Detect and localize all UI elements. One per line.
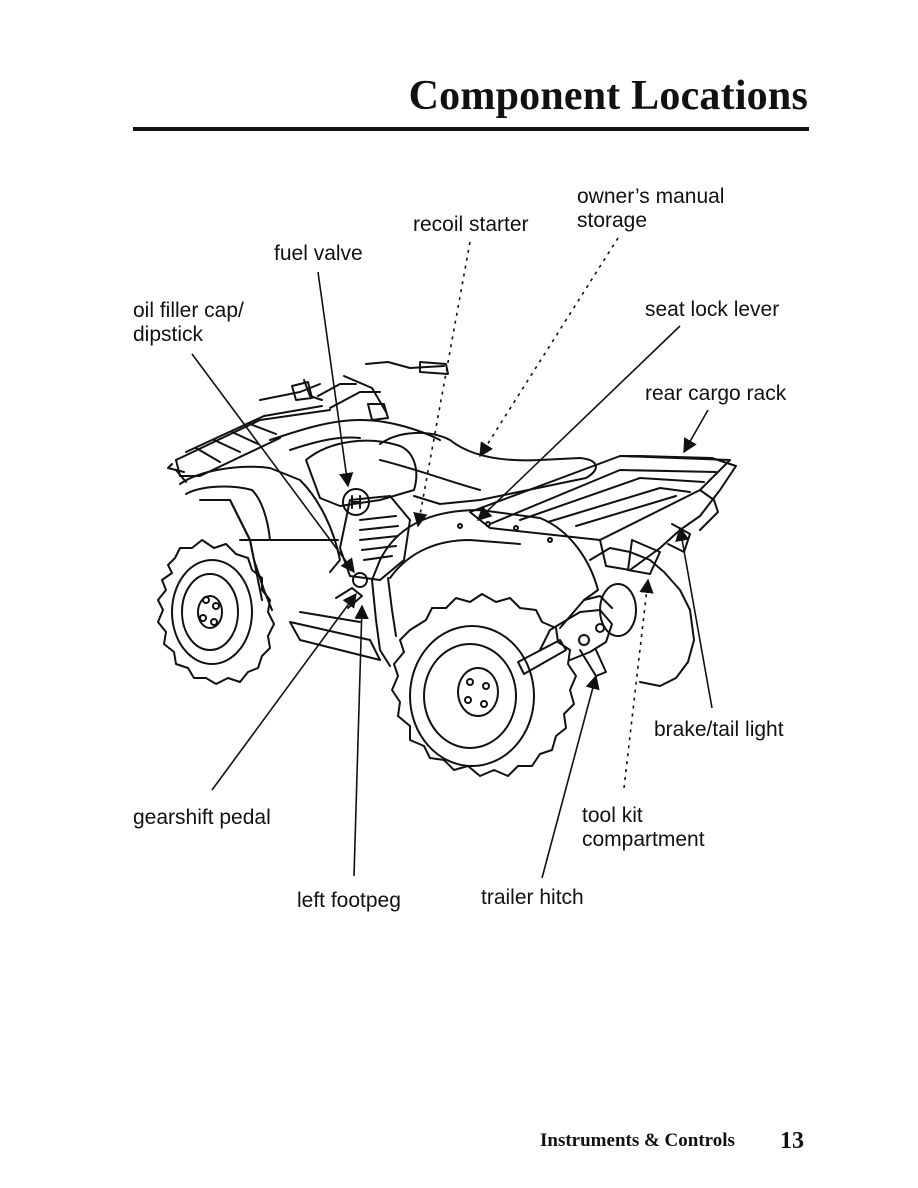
footer-section-title: Instruments & Controls [540,1130,735,1151]
label-left-footpeg: left footpeg [297,889,401,912]
label-owners-manual-storage: owner’s manual storage [577,185,724,233]
label-seat-lock-lever: seat lock lever [645,298,780,321]
page-title: Component Locations [408,73,808,119]
label-rear-cargo-rack: rear cargo rack [645,382,787,405]
title-rule [133,127,809,131]
rear-left-wheel [391,593,577,777]
label-tool-kit-line1: tool kit [582,804,643,827]
leader-fuel-valve [317,271,354,488]
label-brake-tail-light: brake/tail light [654,718,784,741]
label-owners-manual-line1: owner’s manual [577,185,725,208]
leader-trailer-hitch [541,674,600,879]
label-trailer-hitch: trailer hitch [481,886,584,909]
rear-axle-hitch [517,595,613,677]
label-oil-filler-line2: dipstick [133,323,204,346]
leader-tool-kit-compartment [623,578,654,789]
leader-gearshift-pedal [211,592,357,791]
label-gearshift-pedal: gearshift pedal [133,806,271,829]
label-tool-kit-compartment: tool kit compartment [582,804,705,852]
honda-wing-emblem-icon [342,488,370,516]
atv-body [179,361,599,667]
leader-brake-tail-light [675,526,713,709]
leader-oil-filler-cap [191,353,355,574]
dotted-leader-lines [413,237,654,789]
leader-recoil-starter [413,241,471,528]
front-left-wheel [157,539,275,685]
leader-rear-cargo-rack [683,409,709,454]
label-recoil-starter: recoil starter [413,213,529,236]
leader-left-footpeg [353,604,369,877]
leader-seat-lock-lever [476,325,681,521]
leader-lines [191,271,713,879]
label-fuel-valve: fuel valve [274,242,363,265]
front-rack [167,405,331,483]
leader-owners-manual-storage [479,237,619,458]
label-owners-manual-line2: storage [577,209,648,232]
page-number: 13 [780,1128,804,1154]
label-oil-filler-cap: oil filler cap/ dipstick [133,299,244,347]
label-oil-filler-line1: oil filler cap/ [133,299,244,322]
label-tool-kit-line2: compartment [582,828,705,851]
rear-cargo-rack [469,455,737,575]
